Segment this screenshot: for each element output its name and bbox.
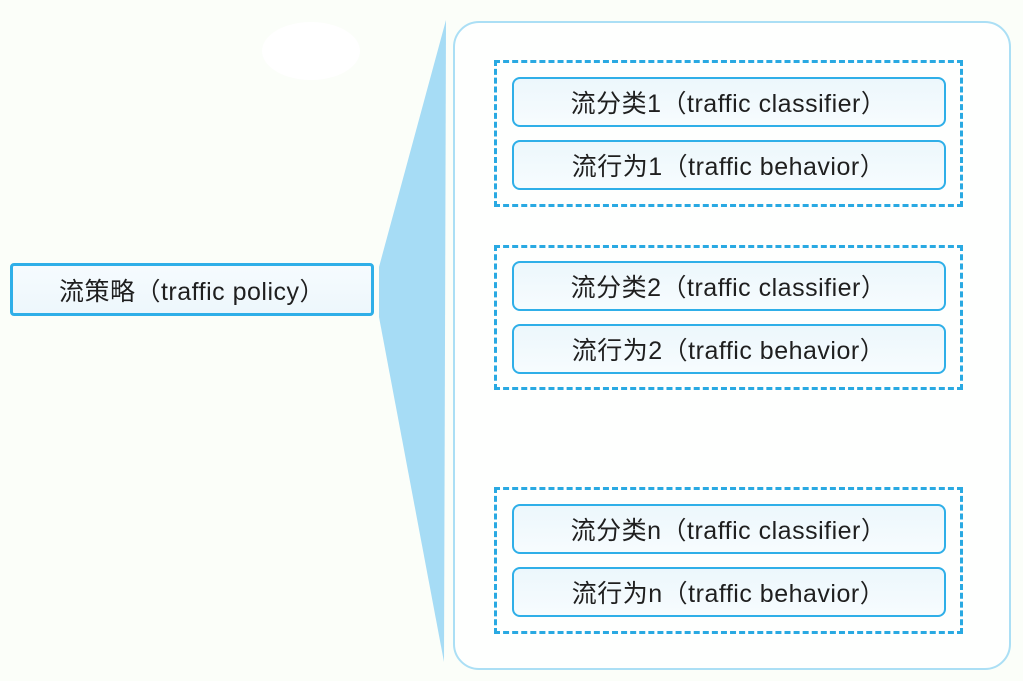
traffic-policy-label: 流策略（traffic policy） xyxy=(58,277,326,306)
classifier-label-2: 流分类2（traffic classifier） xyxy=(570,274,887,302)
behavior-label-2: 流行为2（traffic behavior） xyxy=(571,337,886,365)
pair-group-n: 流分类n（traffic classifier） 流行为n（traffic be… xyxy=(494,487,963,634)
watermark-blob xyxy=(262,22,360,80)
traffic-policy-box: 流策略（traffic policy） xyxy=(10,263,374,316)
classifier-box-1: 流分类1（traffic classifier） xyxy=(511,76,946,127)
classifier-box-2: 流分类2（traffic classifier） xyxy=(511,261,946,311)
behavior-box-2: 流行为2（traffic behavior） xyxy=(511,324,946,374)
behavior-box-1: 流行为1（traffic behavior） xyxy=(511,140,946,191)
funnel-shape xyxy=(379,20,446,662)
classifier-label-n: 流分类n（traffic classifier） xyxy=(570,516,887,545)
behavior-label-n: 流行为n（traffic behavior） xyxy=(571,580,886,609)
behavior-box-n: 流行为n（traffic behavior） xyxy=(511,567,946,618)
behavior-label-1: 流行为1（traffic behavior） xyxy=(571,153,886,182)
classifier-label-1: 流分类1（traffic classifier） xyxy=(570,89,887,118)
pair-group-2: 流分类2（traffic classifier） 流行为2（traffic be… xyxy=(494,245,963,390)
pair-group-1: 流分类1（traffic classifier） 流行为1（traffic be… xyxy=(494,60,963,207)
classifier-box-n: 流分类n（traffic classifier） xyxy=(511,503,946,554)
